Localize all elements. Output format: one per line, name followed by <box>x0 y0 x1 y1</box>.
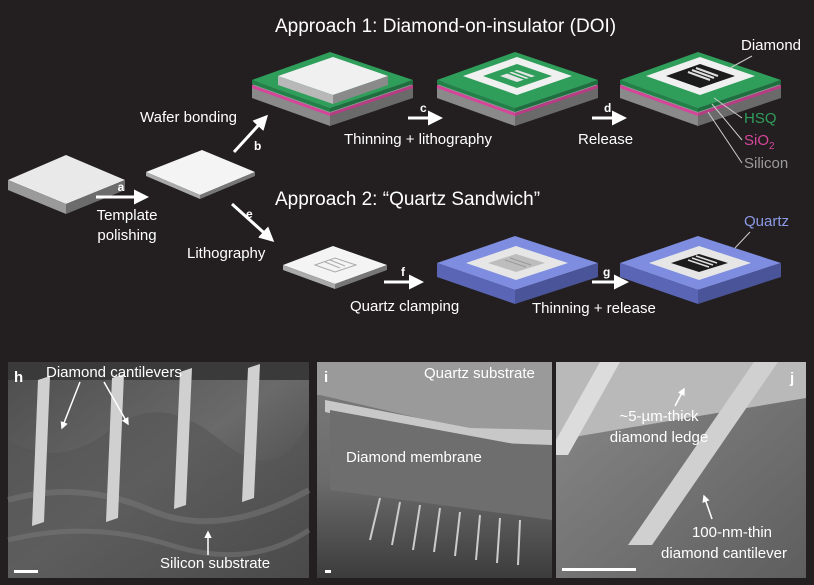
diamond-plate-patterned <box>283 246 387 289</box>
legend-hsq-leader <box>713 97 743 119</box>
panel-h-pointer-2 <box>103 381 129 426</box>
step-b-label: Wafer bonding <box>140 109 237 126</box>
panel-i-letter: i <box>324 369 328 386</box>
sem-panel-h <box>7 362 311 578</box>
step-a-label-line2: polishing <box>97 227 156 244</box>
legend-silicon-leader <box>707 111 743 164</box>
panel-h-pointer-1 <box>60 381 81 430</box>
panel-j-cantilever-label-line2: diamond cantilever <box>661 545 787 562</box>
legend-hsq: HSQ <box>744 110 777 127</box>
arrow-e <box>230 202 275 243</box>
step-e-letter: e <box>246 207 253 221</box>
sem-panel-i <box>317 362 552 578</box>
step-f-letter: f <box>401 265 406 279</box>
legend-sio2-base: SiO <box>744 132 769 149</box>
panel-h-letter: h <box>14 369 23 386</box>
diamond-plate-initial <box>8 155 125 214</box>
quartz-sandwich-released <box>620 236 781 304</box>
step-a-letter: a <box>118 180 125 194</box>
panel-h-substrate-label: Silicon substrate <box>160 555 270 572</box>
step-d-label: Release <box>578 131 633 148</box>
legend-silicon: Silicon <box>744 155 788 172</box>
legend-diamond-leader <box>729 55 753 69</box>
panel-j-pointer-ledge <box>674 387 685 407</box>
panel-j-pointer-cantilever <box>702 494 713 520</box>
diamond-plate-polished <box>146 150 255 199</box>
step-g-letter: g <box>603 265 610 279</box>
step-d-letter: d <box>604 101 611 115</box>
legend-diamond: Diamond <box>741 37 801 54</box>
arrow-b <box>232 114 269 154</box>
panel-i-membrane-label: Diamond membrane <box>346 449 482 466</box>
approach1-title: Approach 1: Diamond-on-insulator (DOI) <box>275 16 616 37</box>
sem-panel-j <box>556 362 806 578</box>
legend-quartz: Quartz <box>744 213 789 230</box>
panel-j-ledge-label-line2: diamond ledge <box>610 429 708 446</box>
quartz-sandwich-clamped <box>437 236 598 304</box>
step-c-label: Thinning + lithography <box>344 131 493 148</box>
panel-j-ledge-label-line1: ~5-µm-thick <box>619 408 699 425</box>
panel-i-quartz-label: Quartz substrate <box>424 365 535 382</box>
approach2-title: Approach 2: “Quartz Sandwich” <box>275 189 540 210</box>
legend-sio2: SiO2 <box>744 132 775 152</box>
legend-sio2-leader <box>711 103 743 141</box>
panel-j-cantilever-label-line1: 100-nm-thin <box>692 524 772 541</box>
step-e-label: Lithography <box>187 245 266 262</box>
doi-stack-released <box>620 52 781 126</box>
legend-sio2-sub: 2 <box>769 141 775 152</box>
step-c-letter: c <box>420 101 427 115</box>
step-b-letter: b <box>254 139 261 153</box>
panel-j-letter: j <box>789 370 794 387</box>
step-f-label: Quartz clamping <box>350 298 459 315</box>
step-a-label-line1: Template <box>97 207 158 224</box>
doi-stack-bonded <box>252 52 413 126</box>
step-g-label: Thinning + release <box>532 300 656 317</box>
panel-h-cantilevers-label: Diamond cantilevers <box>46 364 182 381</box>
doi-stack-patterned <box>437 52 598 126</box>
legend-quartz-leader <box>734 231 751 249</box>
